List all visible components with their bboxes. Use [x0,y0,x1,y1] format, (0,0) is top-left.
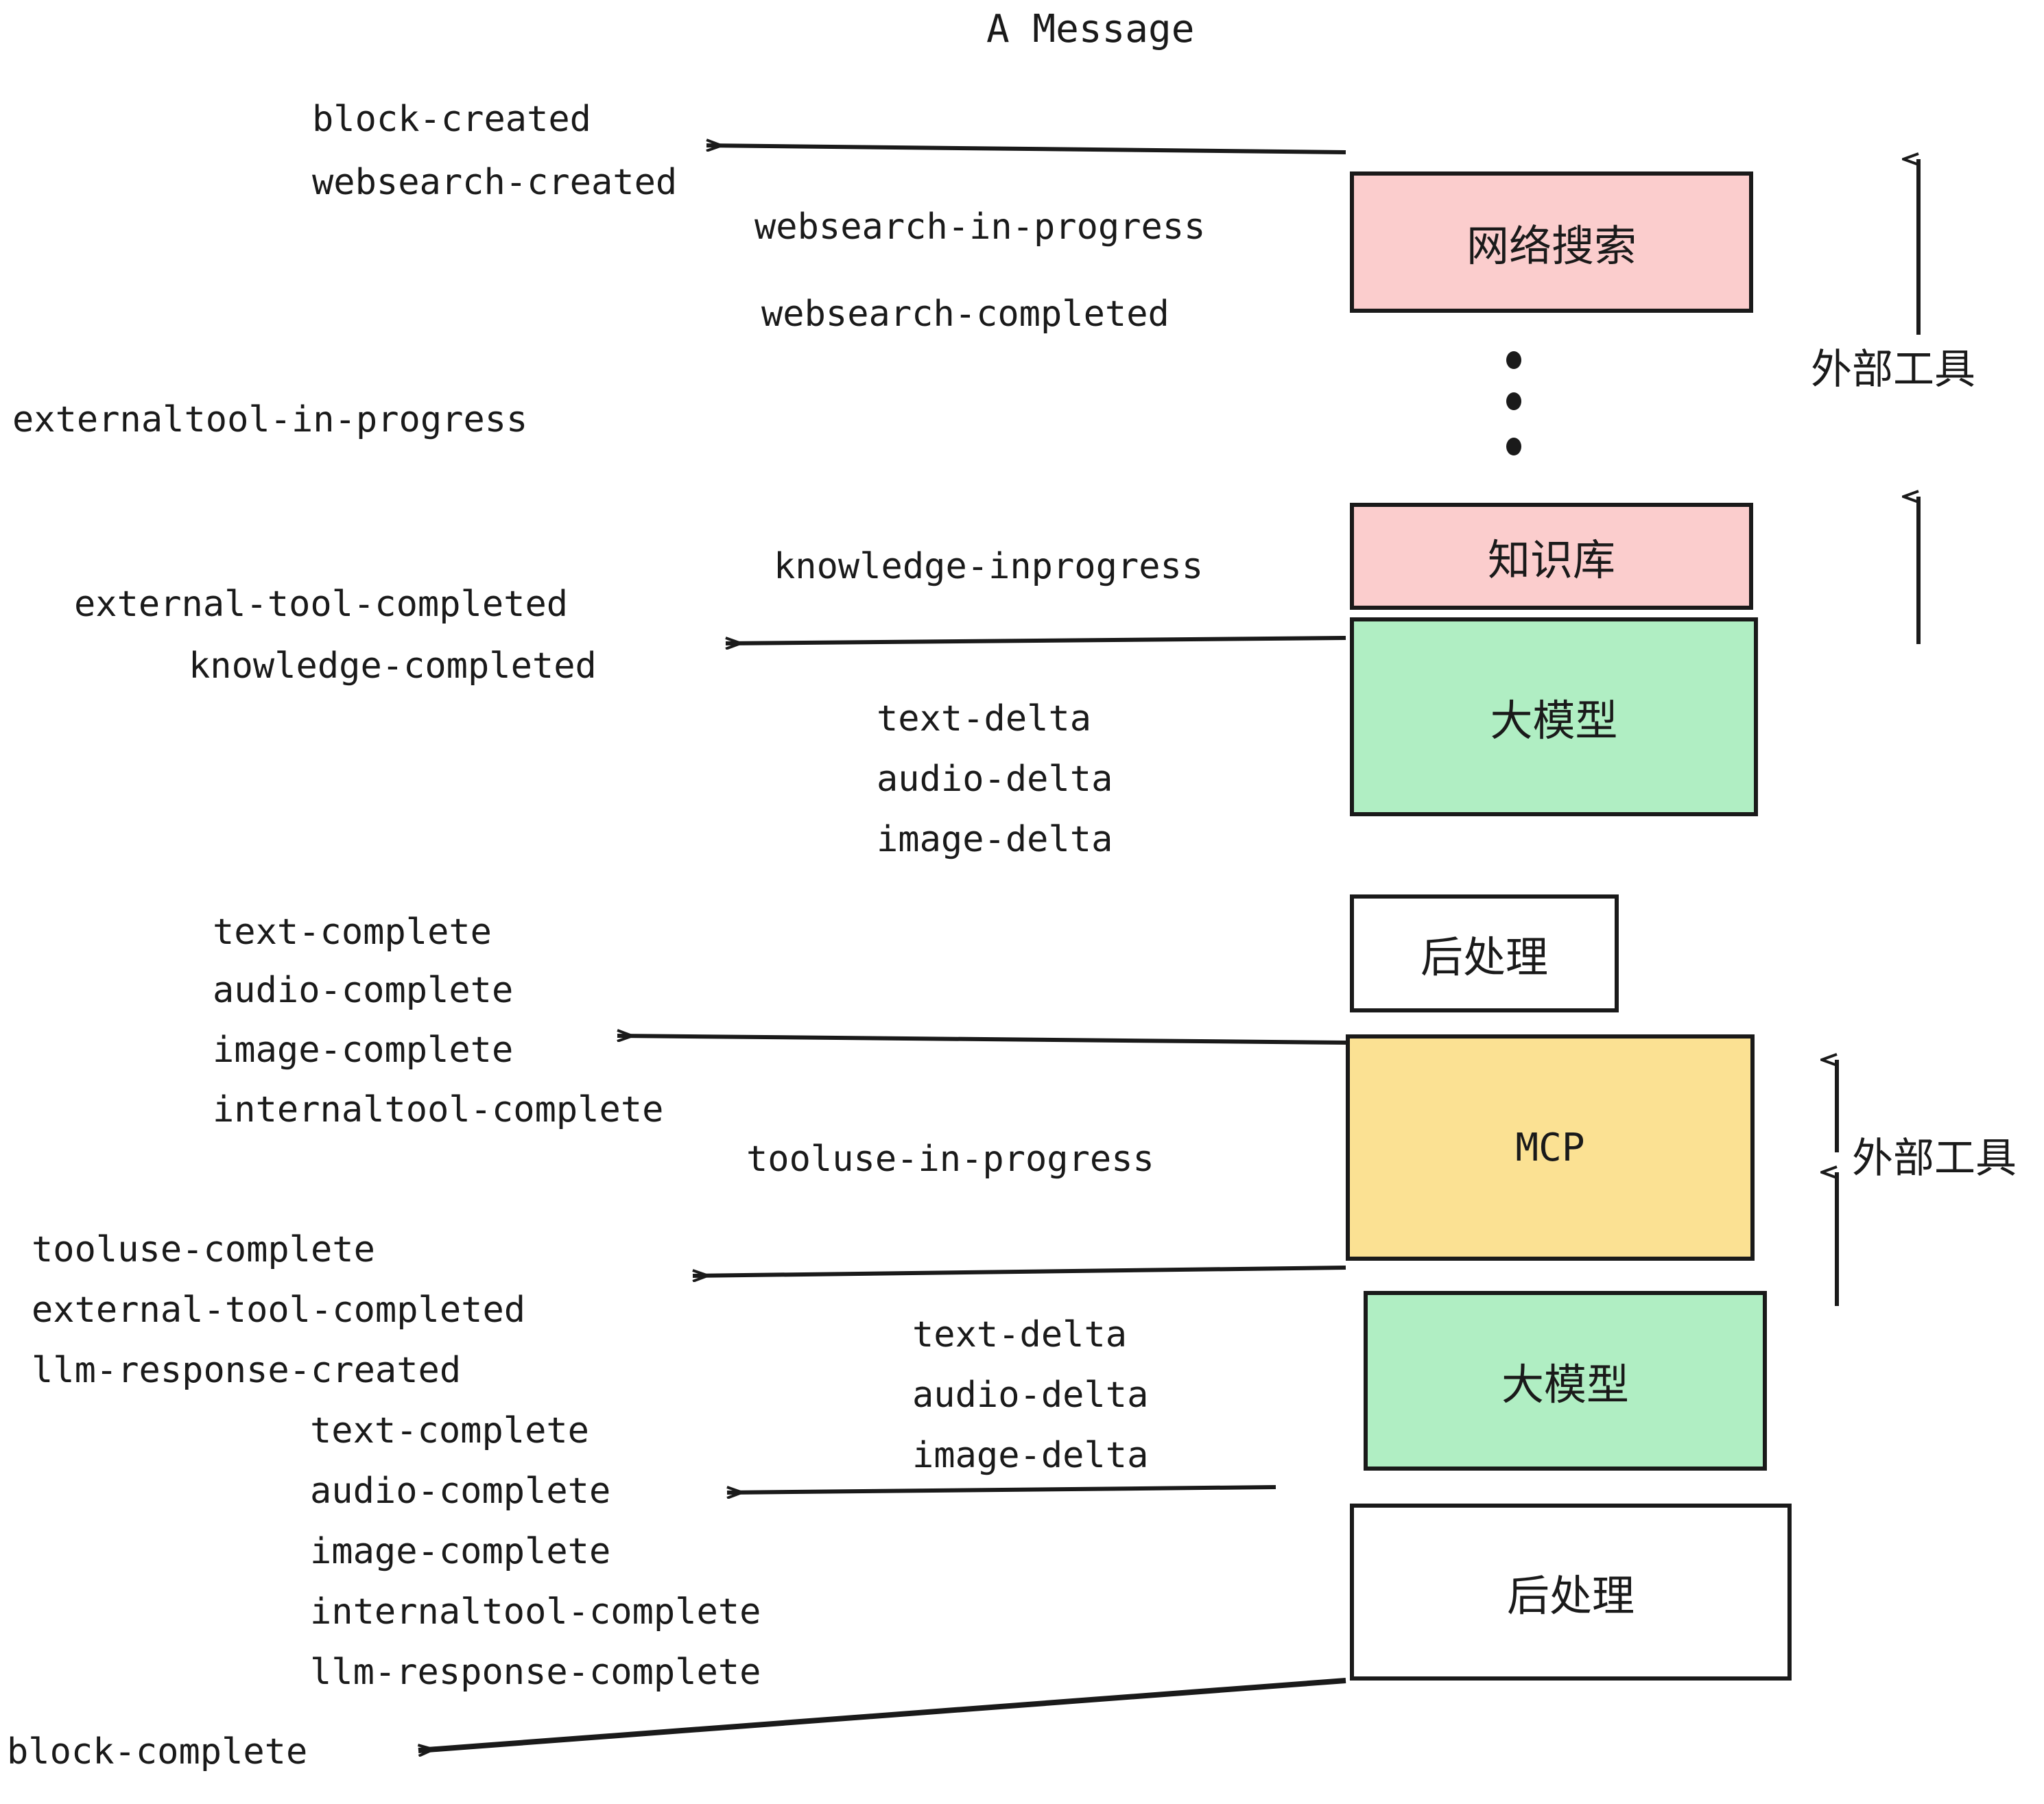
event-websearch-completed: websearch-completed [761,294,1169,335]
event-external-tool-completed-2: external-tool-completed [32,1290,526,1331]
node-mcp[interactable]: MCP [1346,1034,1755,1261]
node-websearch-label: 网络搜索 [1466,221,1637,271]
event-tooluse-complete: tooluse-complete [32,1229,375,1270]
arrow-knowledge-to-left [726,636,1346,643]
event-tooluse-in-progress: tooluse-in-progress [746,1139,1154,1180]
group-label-external-tools-bottom: 外部工具 [1852,1135,2017,1183]
event-externaltool-in-progress: externaltool-in-progress [12,399,528,440]
event-image-delta-1: image-delta [877,819,1113,860]
node-llm-2-label: 大模型 [1501,1360,1629,1410]
node-llm-1[interactable]: 大模型 [1350,617,1758,816]
event-text-complete-2: text-complete [310,1410,589,1451]
node-postprocess-2-label: 后处理 [1506,1571,1635,1621]
event-text-complete-1: text-complete [213,912,492,953]
ellipsis-dot-3 [1506,438,1521,455]
node-llm-2[interactable]: 大模型 [1364,1291,1767,1471]
event-llm-response-complete: llm-response-complete [310,1652,761,1693]
event-knowledge-completed: knowledge-completed [189,645,597,687]
event-websearch-in-progress: websearch-in-progress [754,206,1206,248]
event-block-created: block-created [312,99,591,140]
event-websearch-created: websearch-created [312,162,678,203]
event-audio-delta-2: audio-delta [912,1375,1149,1416]
node-postprocess-1-label: 后处理 [1420,932,1548,982]
event-text-delta-2: text-delta [912,1314,1128,1355]
event-text-delta-1: text-delta [877,698,1092,739]
arrow-postprocess-to-left [617,1036,1346,1045]
ellipsis-dot-2 [1506,392,1521,410]
arrow-llm2-to-left [727,1485,1276,1493]
arrow-mcp-to-left [693,1266,1346,1276]
node-knowledge[interactable]: 知识库 [1350,503,1753,610]
node-postprocess-2[interactable]: 后处理 [1350,1504,1792,1681]
event-internaltool-complete-2: internaltool-complete [310,1591,761,1633]
node-llm-1-label: 大模型 [1490,696,1618,746]
event-audio-complete-2: audio-complete [310,1471,611,1512]
node-websearch[interactable]: 网络搜索 [1350,171,1753,313]
event-image-complete-2: image-complete [310,1531,611,1572]
node-knowledge-label: 知识库 [1487,535,1615,585]
page-title: A Message [986,7,1195,51]
group-label-external-tools-top: 外部工具 [1811,346,1975,394]
event-audio-complete-1: audio-complete [213,970,514,1011]
event-knowledge-inprogress: knowledge-inprogress [774,546,1204,587]
event-external-tool-completed-1: external-tool-completed [74,584,569,625]
event-image-delta-2: image-delta [912,1435,1149,1476]
node-mcp-label: MCP [1515,1125,1585,1170]
ellipsis-dot-1 [1506,351,1521,369]
event-audio-delta-1: audio-delta [877,759,1113,800]
event-image-complete-1: image-complete [213,1030,514,1071]
event-block-complete: block-complete [7,1731,308,1772]
event-llm-response-created: llm-response-created [32,1350,462,1391]
node-postprocess-1[interactable]: 后处理 [1350,894,1619,1012]
event-internaltool-complete-1: internaltool-complete [213,1089,664,1130]
arrow-websearch-to-left [706,145,1346,154]
